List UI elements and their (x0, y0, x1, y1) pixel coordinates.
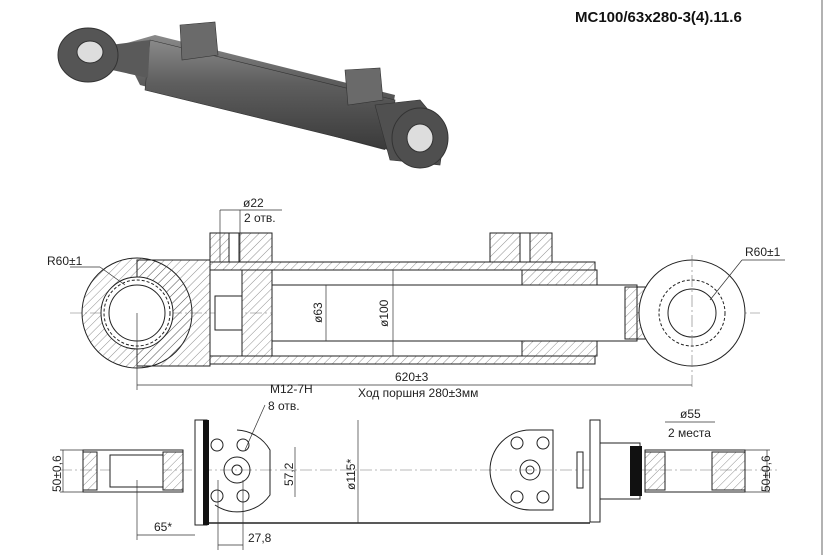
eye-bore-count-label: 2 места (668, 426, 711, 440)
hole-spacing-label: 57,2 (282, 462, 296, 486)
rod-wiper (630, 446, 642, 496)
side-view (60, 404, 780, 550)
thread-count-label: 8 отв. (268, 399, 300, 413)
section-view (70, 209, 785, 390)
angle-label: 65* (154, 520, 172, 534)
rod (271, 284, 638, 342)
eye-width-right-label: 50±0,6 (759, 455, 773, 492)
thread-label: M12-7H (270, 382, 313, 396)
rod-diameter-label: ø63 (311, 302, 325, 323)
bore-diameter-label: ø100 (377, 299, 391, 327)
radius-left-label: R60±1 (47, 254, 83, 268)
flange-diameter-label: ø115* (344, 459, 358, 490)
cylinder-3d-render (57, 21, 449, 169)
flange-seal (203, 420, 209, 525)
eye-bore-label: ø55 (680, 407, 701, 421)
eye-width-left-label: 50±0,6 (50, 455, 64, 492)
stroke-label: Ход поршня 280±3мм (358, 386, 478, 400)
drawing-title: MC100/63x280-3(4).11.6 (575, 9, 742, 26)
port-left (209, 232, 273, 263)
offset-label: 27,8 (248, 531, 272, 545)
radius-right-label: R60±1 (745, 245, 781, 259)
length-label: 620±3 (395, 370, 429, 384)
piston (241, 269, 273, 357)
port-diameter-label: ø22 (243, 196, 264, 210)
port-count-label: 2 отв. (244, 211, 276, 225)
